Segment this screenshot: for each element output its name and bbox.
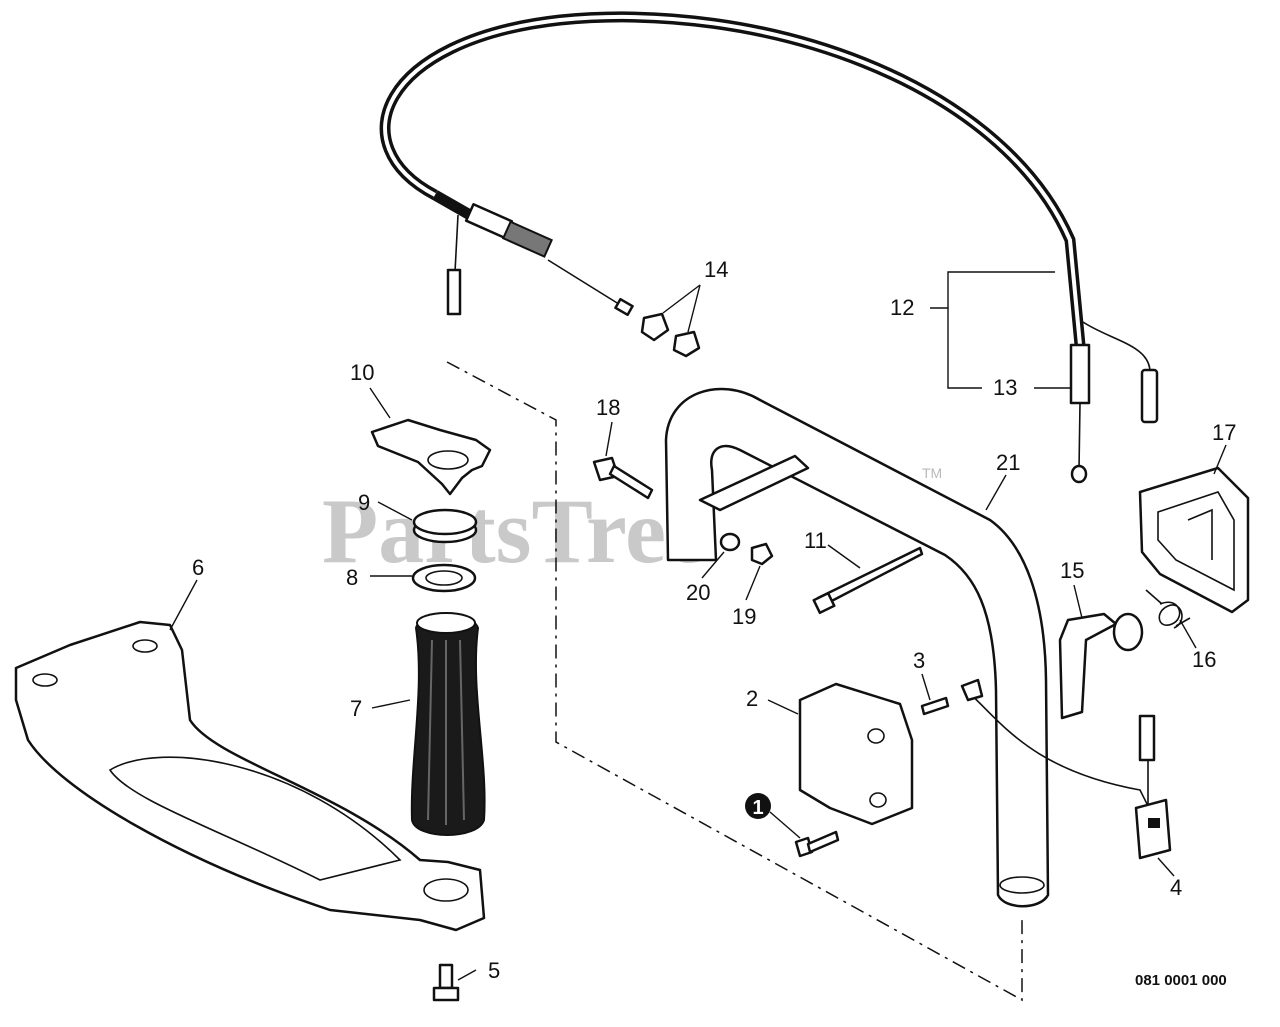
callout-3: 3: [913, 648, 925, 673]
callout-7: 7: [350, 696, 362, 721]
bolt-18: [592, 456, 654, 500]
small-screw-3: [920, 696, 950, 716]
leader-lines: [169, 271, 1227, 981]
callout-10: 10: [350, 360, 374, 385]
cable-tie: [812, 546, 924, 615]
callout-13: 13: [993, 375, 1017, 400]
nut-19: [750, 542, 774, 566]
callout-9: 9: [358, 490, 370, 515]
callout-6: 6: [192, 555, 204, 580]
callout-18: 18: [596, 395, 620, 420]
callout-11: 11: [804, 528, 827, 553]
callout-16: 16: [1192, 647, 1216, 672]
throttle-housing-top: [370, 418, 492, 496]
watermark: PartsTree TM: [322, 465, 942, 582]
callout-1: 1: [752, 797, 763, 819]
bottom-screw: [432, 963, 460, 1002]
callout-15: 15: [1060, 558, 1084, 583]
callout-20: 20: [686, 580, 710, 605]
ring: [412, 508, 478, 544]
loop-handle: [664, 387, 1050, 908]
watermark-text: PartsTree: [322, 480, 707, 582]
cable-nuts: [640, 312, 701, 358]
washer: [411, 563, 477, 593]
watermark-trademark: TM: [922, 465, 942, 481]
callout-14: 14: [704, 257, 728, 282]
torsion-spring: [1145, 589, 1191, 629]
callout-labels: 14 12 13 10 18 21 17 9 11 8 6 20 19 15 1…: [192, 257, 1236, 983]
callout-12: 12: [890, 295, 914, 320]
callout-4: 4: [1170, 875, 1182, 900]
callout-19: 19: [732, 604, 756, 629]
figure-code: 081 0001 000: [1135, 972, 1227, 989]
callout-17: 17: [1212, 420, 1236, 445]
throttle-lever: [1058, 612, 1144, 720]
handle-grip: [410, 612, 486, 836]
callout-1-badge: [745, 793, 771, 819]
stop-switch: [960, 678, 1172, 860]
throttle-cable: [379, 11, 1159, 484]
washer-20: [719, 532, 741, 552]
screw-1: [794, 830, 840, 858]
assembly-guide-line: [446, 361, 1023, 1002]
housing-cover: [1138, 466, 1250, 614]
switch-housing: [798, 682, 914, 826]
callout-2: 2: [746, 686, 758, 711]
callout-21: 21: [996, 450, 1020, 475]
handle-bracket: [14, 620, 486, 932]
callout-5: 5: [488, 958, 500, 983]
callout-8: 8: [346, 565, 358, 590]
